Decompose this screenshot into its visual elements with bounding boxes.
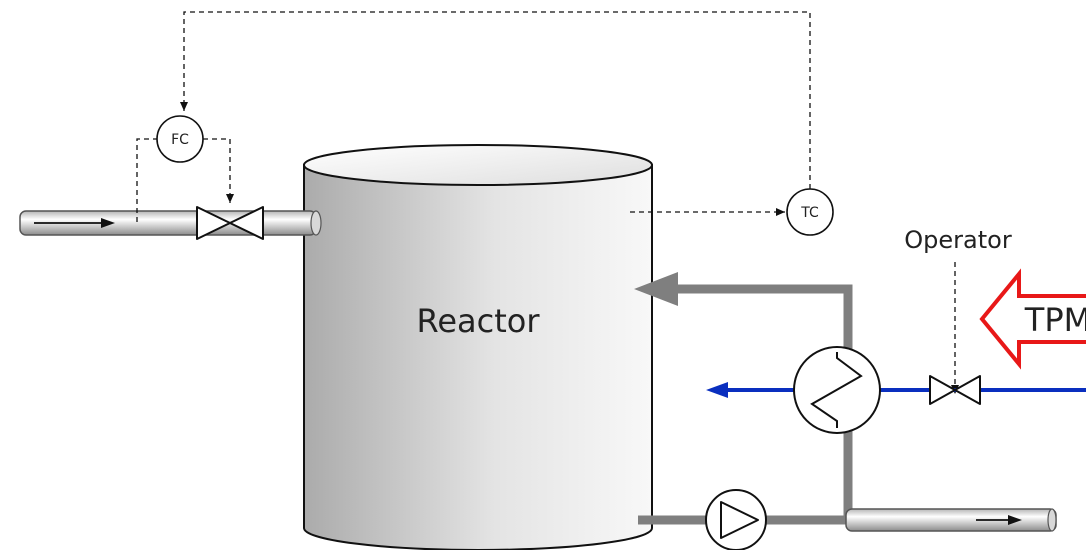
flow-controller-icon: FC bbox=[156, 115, 204, 163]
tc-to-fc-setpoint-signal bbox=[180, 11, 811, 189]
feed-pipe bbox=[19, 210, 322, 236]
cooling-water-line bbox=[706, 382, 1086, 398]
cooling-valve-icon bbox=[929, 375, 981, 405]
tpm-label: TPM bbox=[1024, 301, 1086, 339]
operator-label: Operator bbox=[904, 226, 1012, 254]
heat-exchanger-icon bbox=[793, 346, 881, 434]
reactor-label: Reactor bbox=[417, 302, 541, 340]
temperature-controller-icon: TC bbox=[786, 188, 834, 236]
tpm-arrow: TPM bbox=[979, 268, 1086, 370]
flow-measurement-signal bbox=[136, 138, 157, 222]
flow-controller-label: FC bbox=[171, 132, 189, 148]
fc-to-valve-signal bbox=[203, 138, 234, 203]
reactor-vessel: Reactor bbox=[303, 144, 653, 550]
feed-valve-icon bbox=[196, 206, 264, 240]
pump-icon bbox=[705, 489, 767, 550]
signal-lines bbox=[136, 11, 959, 394]
temperature-controller-label: TC bbox=[800, 205, 819, 221]
product-pipe bbox=[845, 508, 1057, 532]
